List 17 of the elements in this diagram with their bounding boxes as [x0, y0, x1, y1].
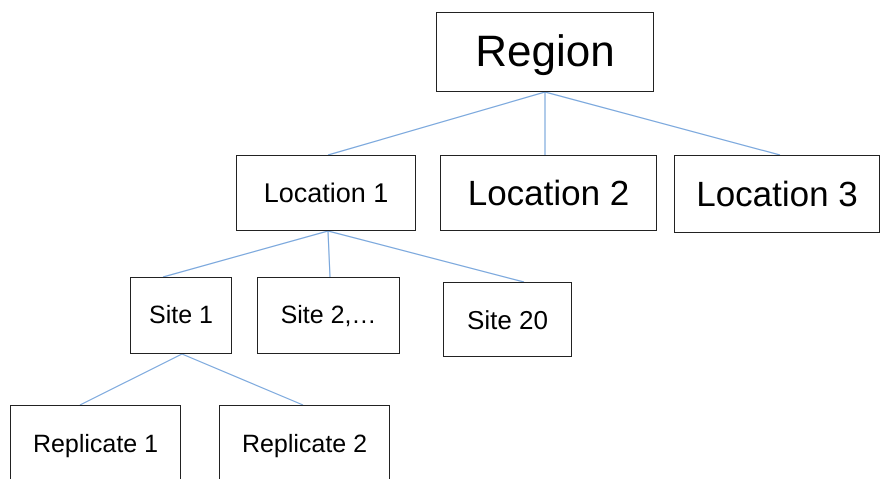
hierarchy-box: Site 20: [443, 282, 572, 357]
hierarchy-box: Location 2: [440, 155, 657, 231]
hierarchy-box: Region: [436, 12, 654, 92]
hierarchy-box: Site 1: [130, 277, 232, 354]
hierarchy-box: Location 3: [674, 155, 880, 233]
connector-line: [544, 92, 546, 155]
hierarchy-box: Site 2,…: [257, 277, 400, 354]
hierarchy-box: Replicate 2: [219, 405, 390, 479]
connector-line: [182, 353, 304, 406]
connector-line: [162, 230, 328, 278]
connector-line: [544, 91, 780, 156]
hierarchy-box: Replicate 1: [10, 405, 181, 479]
connector-line: [327, 230, 331, 278]
hierarchy-box: Location 1: [236, 155, 416, 231]
connector-line: [328, 91, 546, 156]
connector-line: [80, 353, 182, 406]
connector-line: [328, 230, 524, 283]
